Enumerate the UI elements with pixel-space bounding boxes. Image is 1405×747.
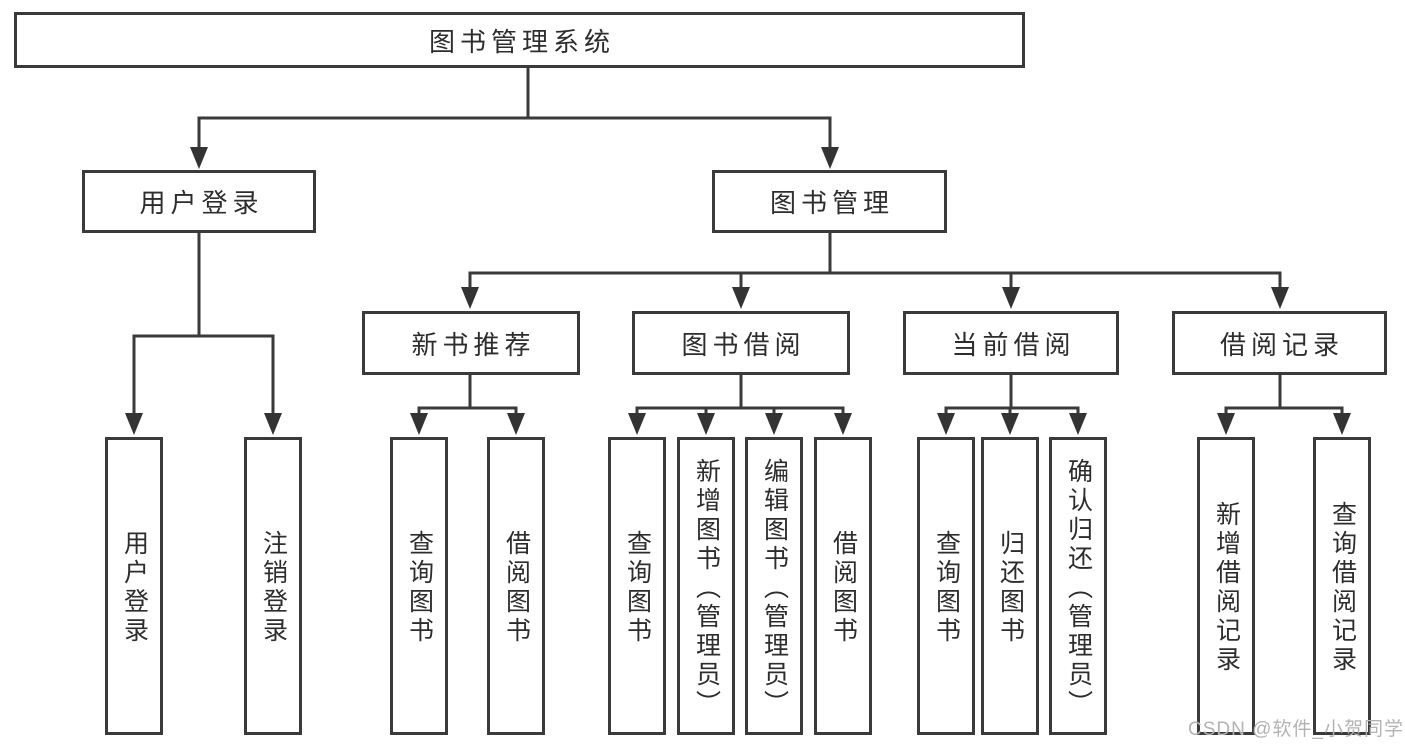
connector-borrow-to-leaves [628,373,852,435]
node-library-system: 图书管理系统 [14,12,1025,68]
leaf-borrow-books: 借阅图书 [814,437,872,735]
leaf-user-login: 用户登录 [105,437,163,735]
leaf-add-borrow-record: 新增借阅记录 [1197,437,1255,735]
node-user-login: 用户登录 [82,170,316,233]
node-borrow-records: 借阅记录 [1172,311,1387,375]
connector-records-to-leaves [1217,373,1351,435]
connector-mgmt-to-level3 [461,231,1289,309]
connector-current-to-leaves [937,373,1087,435]
leaf-add-books-admin: 新增图书（管理员） [677,437,735,735]
leaf-query-books-current: 查询图书 [917,437,975,735]
leaf-query-borrow-record: 查询借阅记录 [1313,437,1371,735]
csdn-watermark: CSDN @软件_小贺同学 [1188,719,1404,740]
connector-login-to-leaves [125,231,282,435]
node-new-book-recommend: 新书推荐 [362,311,580,375]
connector-root-to-level2 [190,66,839,169]
connector-recommend-to-leaves [410,373,525,435]
leaf-return-books: 归还图书 [981,437,1039,735]
leaf-query-books-recommend: 查询图书 [390,437,448,735]
node-current-borrow: 当前借阅 [903,311,1119,375]
node-book-management: 图书管理 [712,170,947,233]
leaf-logout: 注销登录 [244,437,302,735]
leaf-borrow-books-recommend: 借阅图书 [487,437,545,735]
leaf-edit-books-admin: 编辑图书（管理员） [745,437,803,735]
leaf-query-books-borrow: 查询图书 [608,437,666,735]
leaf-confirm-return-admin: 确认归还（管理员） [1049,437,1107,735]
node-book-borrow: 图书借阅 [632,311,850,375]
